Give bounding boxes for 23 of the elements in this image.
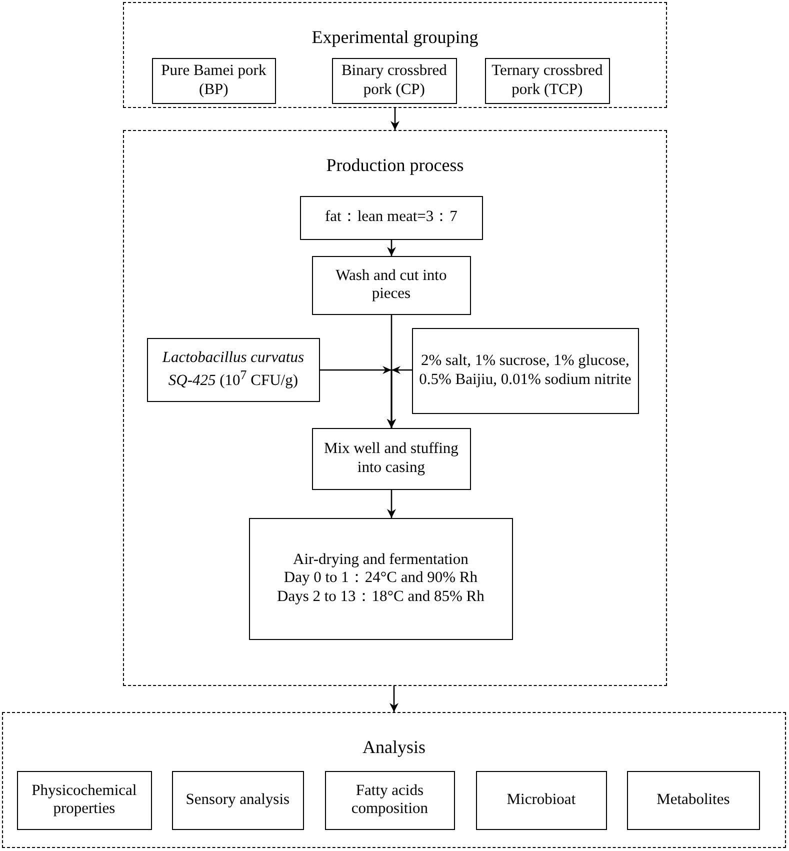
process-box: Metabolites — [626, 770, 760, 830]
section-heading: Production process — [326, 155, 464, 176]
process-box — [248, 518, 513, 640]
process-box: Ternary crossbred pork (TCP) — [484, 58, 610, 104]
process-box: Pure Bamei pork (BP) — [152, 58, 276, 104]
process-box: Binary crossbred pork (CP) — [332, 58, 457, 104]
process-box: Mix well and stuffing into casing — [312, 428, 471, 490]
process-box: 2% salt, 1% sucrose, 1% glucose, 0.5% Baijiu, 0.01% sodium nitrite — [412, 328, 639, 414]
text-line: Day 0 to 1：24°C and 90% Rh — [284, 569, 478, 588]
text-line: Days 2 to 13：18°C and 85% Rh — [277, 588, 484, 607]
process-box: fat：lean meat=3：7 — [300, 196, 483, 240]
process-box: Sensory analysis — [172, 770, 304, 830]
group-frame — [123, 2, 667, 108]
process-box: Physicochemical properties — [16, 770, 152, 830]
process-box: Lactobacillus curvatus SQ-425 (10$^{7}$ CFU/g) — [146, 338, 320, 402]
analysis-frame — [2, 712, 786, 848]
section-heading: Experimental grouping — [312, 27, 478, 48]
process-box: Fatty acids composition — [324, 770, 455, 830]
section-heading: Analysis — [362, 737, 426, 758]
text-line: Air-drying and fermentation — [293, 550, 468, 570]
process-box: Microbioat — [476, 770, 607, 830]
process-frame — [123, 130, 667, 686]
process-box: Wash and cut into pieces — [312, 256, 471, 315]
